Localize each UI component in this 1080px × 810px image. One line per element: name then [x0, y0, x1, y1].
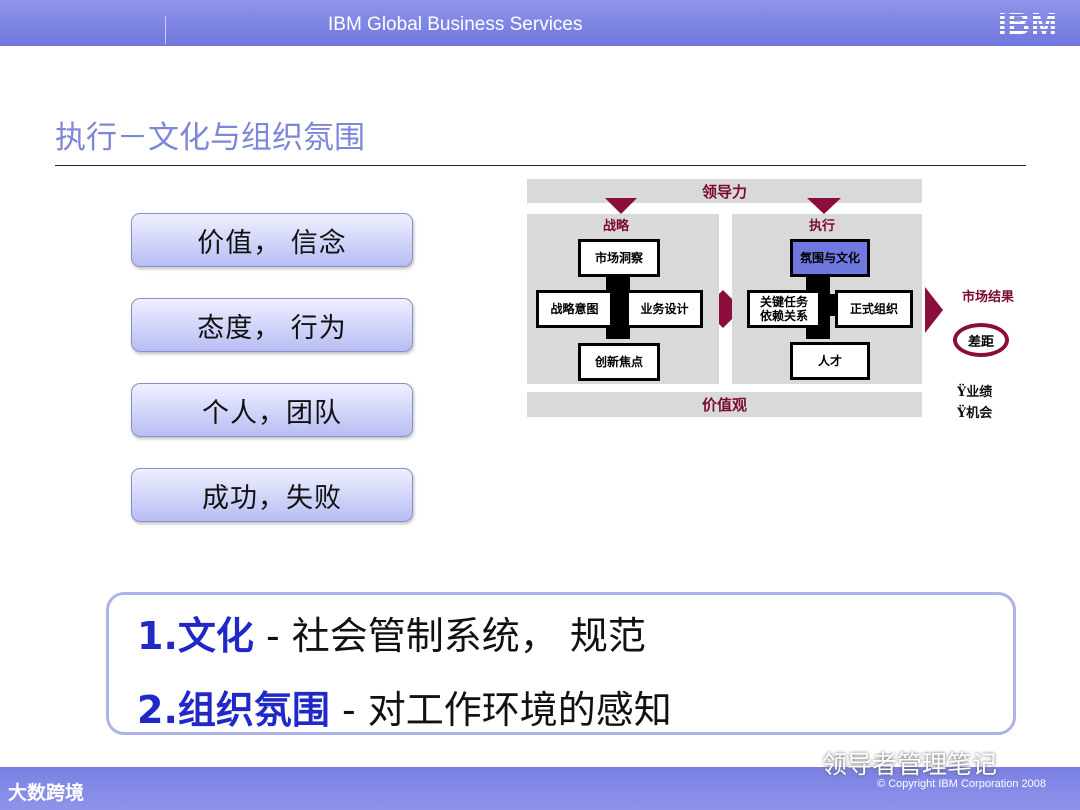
pill-individual-team: 个人，团队 — [131, 383, 413, 437]
market-result-label: 市场结果 — [962, 290, 1015, 305]
definition-desc: - 对工作环境的感知 — [329, 688, 672, 732]
result-arrow — [925, 287, 943, 333]
execution-panel: 执行 氛围与文化 关键任务 依赖关系 正式组织 人才 — [732, 214, 922, 384]
definition-number: 2. — [137, 688, 178, 732]
pill-success-failure: 成功，失败 — [131, 468, 413, 522]
box-key-tasks: 关键任务 依赖关系 — [747, 290, 821, 328]
definitions-box: 1.文化 - 社会管制系统， 规范 2.组织氛围 - 对工作环境的感知 — [106, 592, 1016, 735]
box-climate-culture: 氛围与文化 — [790, 239, 870, 277]
box-strategic-intent: 战略意图 — [536, 290, 613, 328]
strategy-execution-diagram: 领导力 战略 市场洞察 战略意图 业务设计 创新焦点 执行 氛围与文化 关键任务… — [527, 179, 1052, 424]
ibm-logo: IBM — [998, 6, 1058, 41]
definition-term: 组织氛围 — [177, 688, 330, 732]
box-innovation-focus: 创新焦点 — [578, 343, 660, 381]
header-bar: IBM Global Business Services IBM — [0, 0, 1080, 46]
definition-climate: 2.组织氛围 - 对工作环境的感知 — [137, 679, 672, 734]
pill-values-beliefs: 价值， 信念 — [131, 213, 413, 267]
execution-label: 执行 — [809, 219, 836, 234]
box-business-design: 业务设计 — [626, 290, 703, 328]
watermark-right: 领导者管理笔记 — [822, 750, 998, 779]
strategy-label: 战略 — [603, 219, 630, 234]
box-market-insight: 市场洞察 — [578, 239, 660, 277]
execution-down-arrow — [807, 198, 841, 214]
bullet-opportunity: Ÿ机会 — [957, 406, 993, 421]
bullet-performance: Ÿ业绩 — [957, 385, 993, 400]
box-talent: 人才 — [790, 342, 870, 380]
gap-ellipse: 差距 — [953, 323, 1009, 357]
strategy-down-arrow — [605, 198, 637, 214]
definition-desc: - 社会管制系统， 规范 — [253, 614, 646, 658]
copyright-text: © Copyright IBM Corporation 2008 — [877, 778, 1046, 790]
strategy-panel: 战略 市场洞察 战略意图 业务设计 创新焦点 — [527, 214, 719, 384]
footer-bar — [0, 767, 1080, 810]
box-formal-organization: 正式组织 — [835, 290, 913, 328]
watermark-left: 大数跨境 — [8, 782, 85, 804]
page-title: 执行－文化与组织氛围 — [55, 120, 365, 156]
pill-attitude-behavior: 态度， 行为 — [131, 298, 413, 352]
title-rule — [55, 165, 1026, 166]
values-band: 价值观 — [527, 392, 922, 417]
definition-culture: 1.文化 - 社会管制系统， 规范 — [137, 605, 646, 660]
definition-term: 文化 — [177, 614, 254, 658]
definition-number: 1. — [137, 614, 178, 658]
header-title: IBM Global Business Services — [328, 14, 583, 35]
leadership-band: 领导力 — [527, 179, 922, 203]
header-divider — [165, 16, 166, 44]
